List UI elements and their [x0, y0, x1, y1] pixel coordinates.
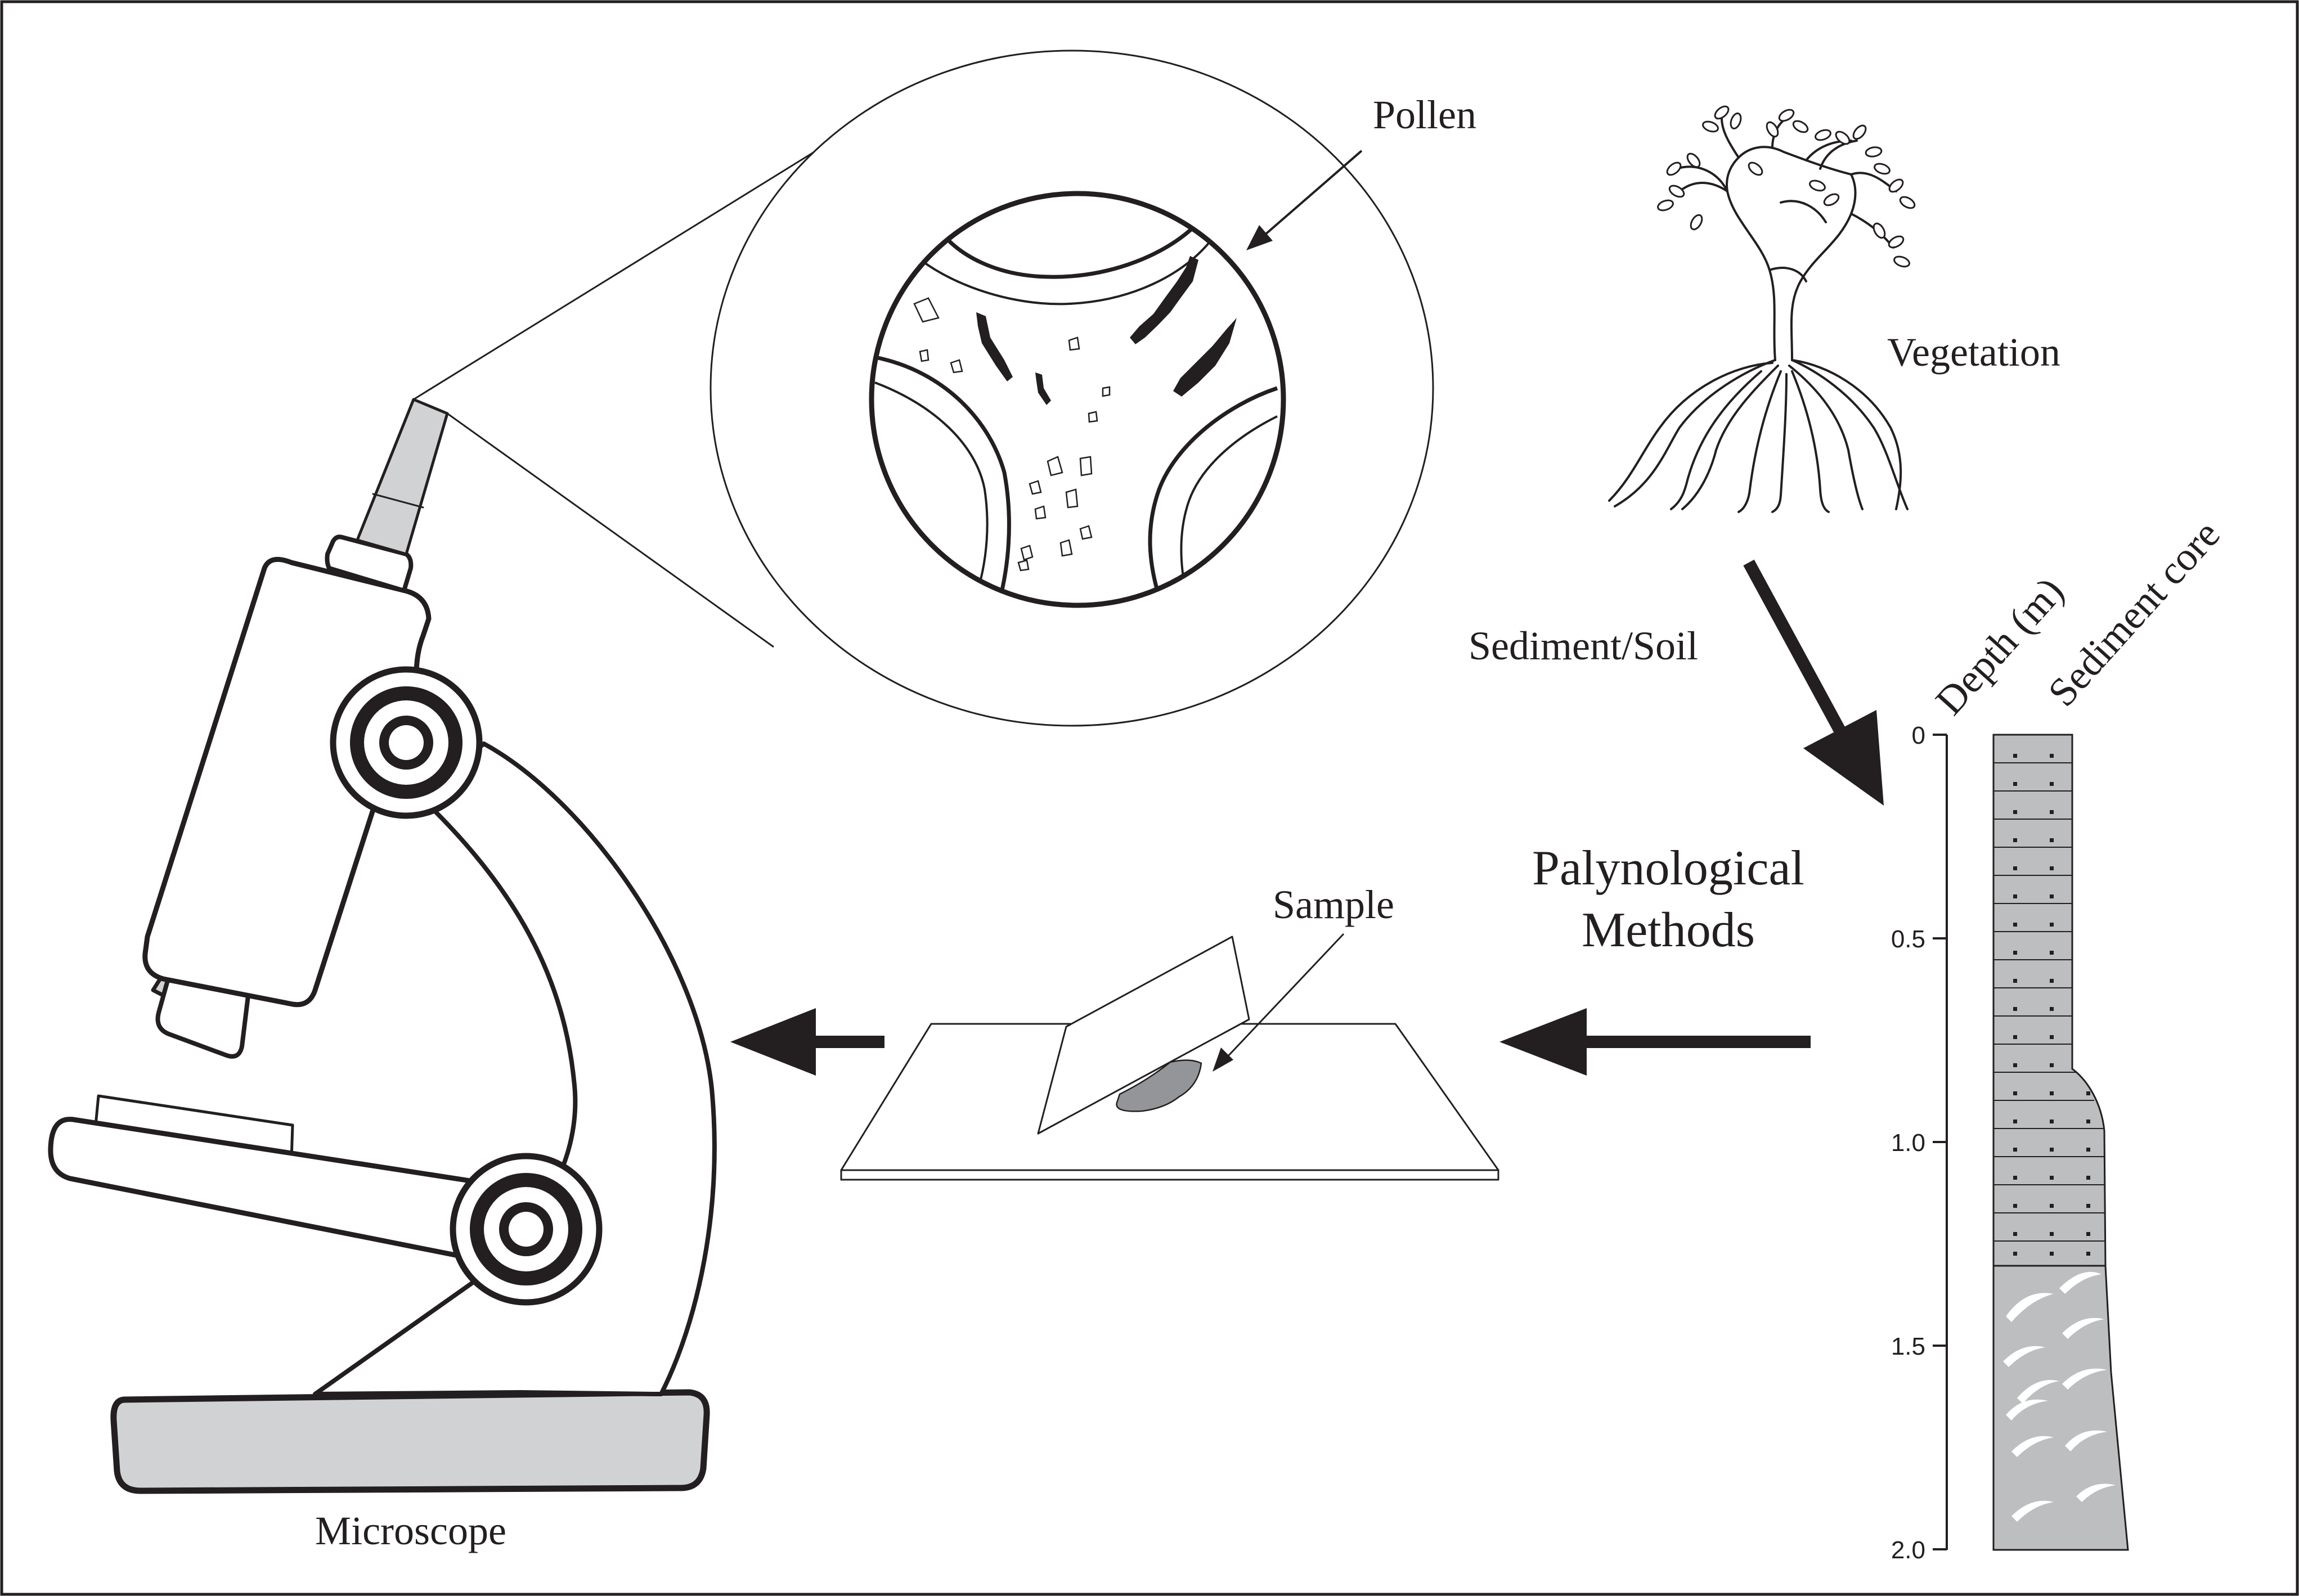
pollen-pointer	[1246, 150, 1363, 250]
core-shell-fragments	[2003, 1271, 2116, 1522]
palynological-methods-line2: Methods	[1582, 903, 1755, 957]
microscope-arm	[313, 741, 717, 1396]
microscope	[48, 398, 717, 1494]
mangrove-tree-icon	[1608, 105, 1916, 513]
microscope-base	[110, 1389, 710, 1494]
cover-slip	[1037, 936, 1250, 1135]
glass-slide	[840, 936, 1499, 1181]
microscope-stage	[48, 1117, 520, 1269]
depth-tick-label: 2.0	[1891, 1536, 1925, 1564]
pollen-grain	[1035, 372, 1051, 405]
shell-fragment	[2065, 1430, 2107, 1451]
pollen-grains	[976, 256, 1237, 405]
pollen-label: Pollen	[1373, 92, 1476, 137]
depth-tick-labels: 0 0.5 1.0 1.5 2.0	[1891, 722, 1925, 1564]
shell-fragment	[2062, 1318, 2104, 1339]
depth-tick-label: 0.5	[1891, 925, 1925, 953]
depth-tick-label: 1.0	[1891, 1129, 1925, 1157]
vegetation-label: Vegetation	[1887, 330, 2060, 375]
lens-content	[872, 194, 1283, 605]
shell-fragment	[2011, 1436, 2054, 1457]
sample-label: Sample	[1273, 882, 1394, 927]
sample-pointer	[1213, 933, 1345, 1072]
shell-fragment	[2003, 1346, 2045, 1367]
depth-tick-label: 0	[1912, 722, 1925, 749]
vegetation-to-core-arrow	[1743, 559, 1884, 806]
shell-fragment	[2006, 1399, 2048, 1420]
core-lower-section	[1992, 1265, 2129, 1551]
slide-edge	[840, 1169, 1499, 1181]
shell-fragment	[2062, 1368, 2107, 1390]
core-layer-lines	[1993, 762, 2105, 1242]
microscope-eyepiece	[356, 398, 449, 556]
sediment-core-label: Sediment core	[2039, 512, 2228, 715]
pollen-grain	[976, 312, 1013, 381]
slide-to-microscope-arrow	[730, 1008, 884, 1076]
pollen-grain	[1173, 318, 1237, 397]
magnified-view	[413, 50, 1434, 727]
depth-tick-label: 1.5	[1891, 1333, 1925, 1360]
shell-fragment	[2011, 1500, 2054, 1522]
shell-fragment	[2076, 1483, 2116, 1502]
microscope-label: Microscope	[315, 1508, 506, 1553]
microscope-body-tube	[142, 556, 432, 1008]
eyepiece-ring-line	[372, 493, 424, 509]
palynological-methods-line1: Palynological	[1532, 841, 1804, 896]
shell-fragment	[2006, 1293, 2054, 1322]
depth-axis	[1933, 734, 1948, 1550]
shell-fragment	[2017, 1380, 2059, 1404]
sediment-core-column	[1992, 734, 2129, 1551]
zoom-line-bottom	[447, 412, 774, 648]
core-to-slide-arrow	[1499, 1008, 1811, 1076]
pollen-grain	[1130, 256, 1198, 344]
core-upper-section	[1992, 734, 2107, 1267]
sediment-soil-label: Sediment/Soil	[1469, 623, 1698, 668]
zoom-line-top	[413, 125, 856, 401]
microscope-lens-view	[869, 191, 1286, 608]
depth-axis-label: Depth (m)	[1927, 569, 2072, 723]
debris-fragments	[913, 297, 1111, 572]
shell-fragment	[2059, 1271, 2102, 1294]
sediment-sample	[1116, 1059, 1202, 1112]
core-sand-dots	[2013, 754, 2090, 1256]
